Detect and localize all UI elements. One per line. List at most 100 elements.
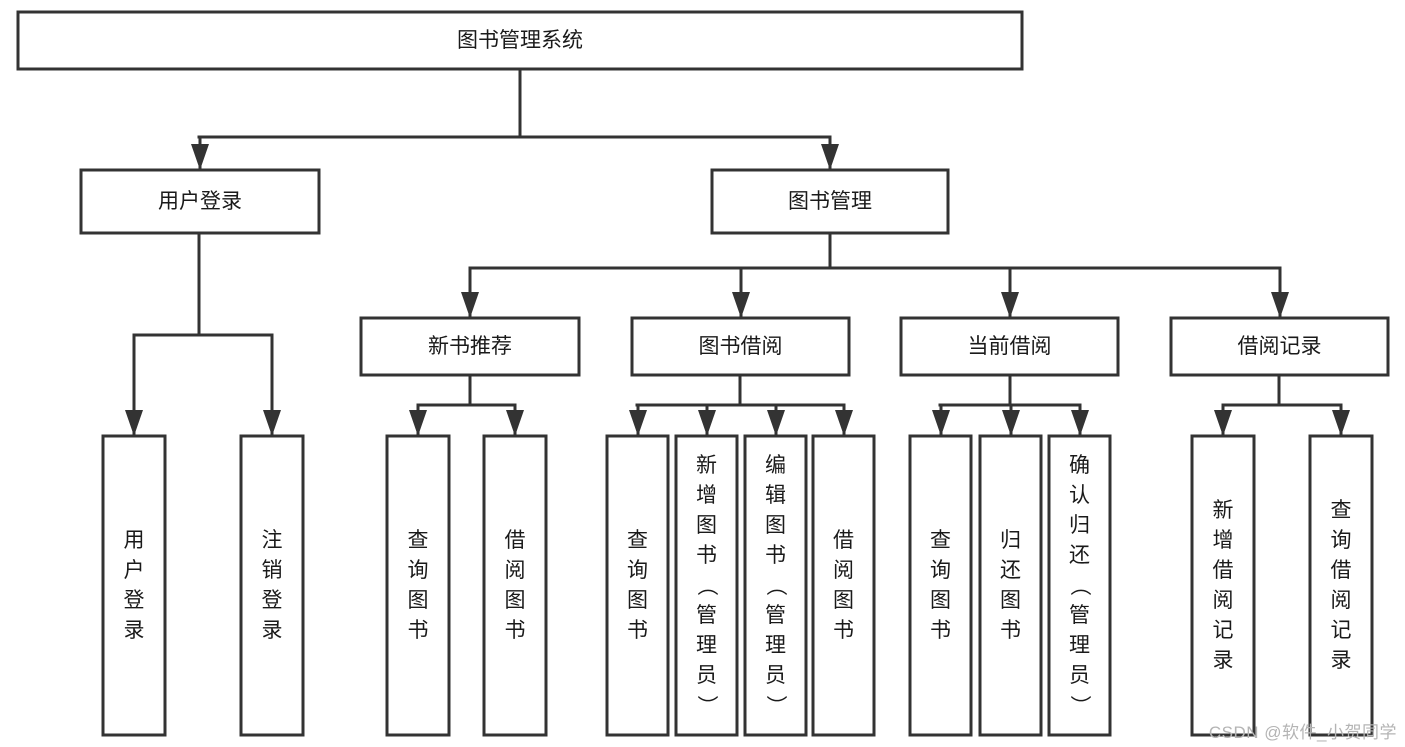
node-box[interactable] (16, 10, 1024, 71)
svg-text:书: 书 (696, 544, 717, 567)
arrow-head (263, 410, 281, 436)
svg-text:录: 录 (262, 619, 283, 642)
connector-new-book-rec-bus (416, 373, 517, 407)
node-box[interactable] (1190, 434, 1256, 737)
node-box[interactable] (1169, 316, 1390, 377)
edge-book_manage-to-new_book_rec (461, 266, 479, 320)
node-box[interactable] (674, 434, 739, 737)
arrow-head (125, 410, 143, 436)
svg-text:）: ） (764, 695, 787, 716)
svg-text:理: 理 (1069, 634, 1090, 657)
node-box[interactable] (101, 434, 167, 737)
svg-text:还: 还 (1069, 544, 1090, 567)
edge-book_borrow-to-leaf_add_book (698, 403, 716, 438)
node-box[interactable] (385, 434, 451, 737)
svg-text:阅: 阅 (833, 559, 854, 582)
edge-book_borrow-to-leaf_borrow_book_2 (835, 403, 853, 438)
node-box[interactable] (359, 316, 581, 377)
svg-text:录: 录 (1213, 649, 1234, 672)
node-leaf-user-login[interactable]: 用户登录 (101, 434, 167, 737)
svg-text:）: ） (1068, 695, 1091, 716)
node-current-borrow[interactable]: 当前借阅 (899, 316, 1120, 377)
node-label: 图书管理系统 (457, 29, 583, 52)
arrow-head (932, 410, 950, 436)
svg-text:书: 书 (505, 619, 526, 642)
edge-root-to-user_login (191, 135, 209, 172)
svg-text:编: 编 (765, 454, 786, 477)
node-label: 用户登录 (124, 529, 145, 642)
svg-text:销: 销 (262, 559, 283, 582)
node-borrow-record[interactable]: 借阅记录 (1169, 316, 1390, 377)
arrow-head (835, 410, 853, 436)
svg-text:图: 图 (505, 589, 526, 612)
node-label: 图书管理 (788, 190, 872, 213)
svg-text:录: 录 (1331, 649, 1352, 672)
node-box[interactable] (1047, 434, 1112, 737)
svg-text:询: 询 (627, 559, 648, 582)
node-box[interactable] (978, 434, 1043, 737)
arrow-head (1002, 410, 1020, 436)
svg-text:书: 书 (408, 619, 429, 642)
node-book-borrow[interactable]: 图书借阅 (630, 316, 851, 377)
node-label: 用户登录 (158, 190, 242, 213)
svg-text:增: 增 (696, 484, 717, 507)
node-box[interactable] (743, 434, 808, 737)
node-box[interactable] (630, 316, 851, 377)
svg-text:新: 新 (1213, 499, 1234, 522)
svg-text:图: 图 (930, 589, 951, 612)
arrow-head (1001, 292, 1019, 318)
edge-root-to-book_manage (821, 135, 839, 172)
node-book-manage[interactable]: 图书管理 (710, 168, 950, 235)
arrow-head (698, 410, 716, 436)
node-label: 当前借阅 (968, 335, 1052, 358)
svg-text:借: 借 (833, 529, 854, 552)
svg-text:借: 借 (505, 529, 526, 552)
node-box[interactable] (482, 434, 548, 737)
node-box[interactable] (605, 434, 670, 737)
svg-text:书: 书 (765, 544, 786, 567)
svg-text:书: 书 (627, 619, 648, 642)
svg-text:辑: 辑 (765, 484, 786, 507)
node-box[interactable] (1308, 434, 1374, 737)
node-box[interactable] (908, 434, 973, 737)
svg-text:登: 登 (262, 589, 283, 612)
svg-text:（: （ (1068, 575, 1091, 596)
node-user-login[interactable]: 用户登录 (79, 168, 321, 235)
svg-text:图: 图 (833, 589, 854, 612)
arrow-head (1214, 410, 1232, 436)
node-box[interactable] (710, 168, 950, 235)
node-box[interactable] (239, 434, 305, 737)
node-box[interactable] (899, 316, 1120, 377)
svg-text:）: ） (695, 695, 718, 716)
edge-book_manage-to-book_borrow (732, 266, 750, 320)
svg-text:书: 书 (1000, 619, 1021, 642)
svg-text:员: 员 (696, 664, 717, 687)
node-new-book-recommend[interactable]: 新书推荐 (359, 316, 581, 377)
node-root[interactable]: 图书管理系统 (16, 10, 1024, 71)
svg-text:记: 记 (1331, 619, 1352, 642)
edge-current_borrow-to-leaf_query_book_3 (932, 403, 950, 438)
node-box[interactable] (811, 434, 876, 737)
svg-text:还: 还 (1000, 559, 1021, 582)
node-box[interactable] (79, 168, 321, 235)
edge-book_borrow-to-leaf_edit_book (767, 403, 785, 438)
